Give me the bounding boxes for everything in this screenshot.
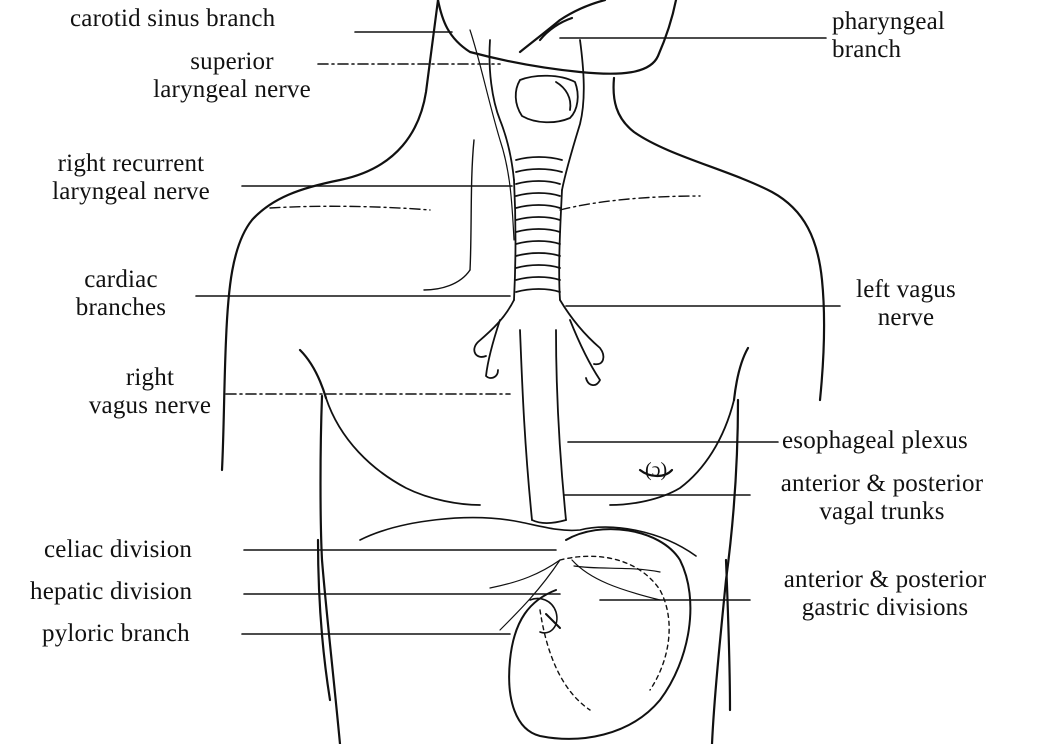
- leader-lines: [195, 31, 841, 635]
- label-pharyngeal-branch: pharyngeal branch: [832, 8, 946, 63]
- label-right-vagus-nerve: right vagus nerve: [88, 364, 212, 419]
- svg-text:(ɔ): (ɔ): [645, 459, 667, 481]
- label-superior-laryngeal-nerve: superior laryngeal nerve: [153, 48, 311, 103]
- label-celiac-division: celiac division: [44, 536, 193, 563]
- body-outline: (ɔ): [220, 0, 826, 744]
- label-pyloric-branch: pyloric branch: [42, 620, 190, 647]
- label-right-recurrent-laryngeal-nerve: right recurrent laryngeal nerve: [52, 150, 210, 205]
- label-cardiac-branches: cardiac branches: [75, 266, 167, 321]
- trachea: [473, 39, 605, 524]
- label-esophageal-plexus: esophageal plexus: [782, 427, 968, 454]
- nerve-branches: [469, 29, 661, 631]
- stomach: [508, 528, 692, 740]
- label-gastric-divisions: anterior & posterior gastric divisions: [783, 566, 987, 621]
- label-hepatic-division: hepatic division: [30, 578, 193, 605]
- label-vagal-trunks: anterior & posterior vagal trunks: [780, 470, 984, 525]
- label-carotid-sinus-branch: carotid sinus branch: [70, 5, 276, 32]
- label-left-vagus-nerve: left vagus nerve: [856, 276, 956, 331]
